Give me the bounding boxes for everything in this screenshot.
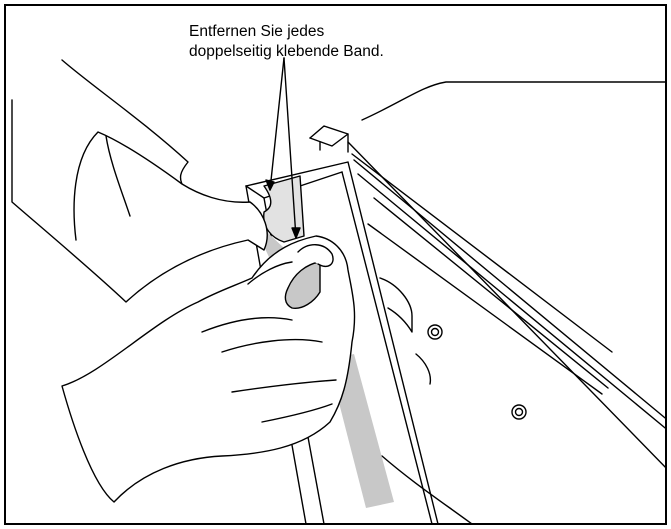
illustration xyxy=(11,57,665,523)
machine-body xyxy=(309,81,665,523)
screw-hole-icon xyxy=(427,324,443,340)
hands xyxy=(11,59,356,503)
illustration-frame: Entfernen Sie jedes doppelseitig klebend… xyxy=(4,4,667,525)
instruction-callout: Entfernen Sie jedes doppelseitig klebend… xyxy=(189,22,384,62)
tape-backing xyxy=(263,175,305,243)
arrow-icon xyxy=(265,57,301,239)
callout-line-2: doppelseitig klebende Band. xyxy=(189,43,384,60)
screw-hole-icon xyxy=(511,404,527,420)
callout-line-1: Entfernen Sie jedes xyxy=(189,23,325,40)
tape-strip xyxy=(328,354,394,508)
